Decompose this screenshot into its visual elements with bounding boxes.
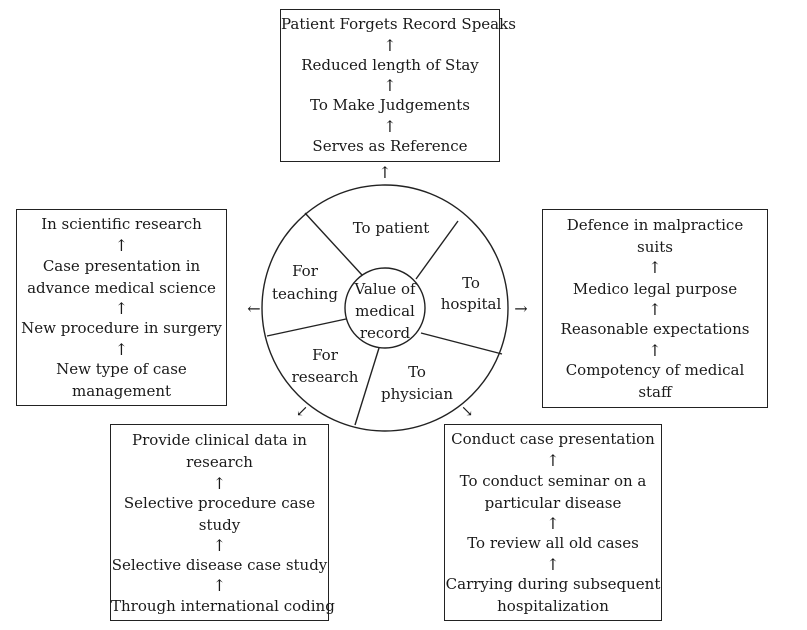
connector-down-right-arrow: ↘ [460, 402, 474, 420]
outer-circle [261, 184, 509, 432]
hospital-box: Defence in malpractice suits ↑ Medico le… [542, 209, 768, 408]
physician-item: particular disease [484, 494, 622, 512]
up-arrow-icon: ↑ [114, 236, 129, 255]
research-item: Selective disease case study [111, 556, 328, 574]
hospital-item: Reasonable expectations [560, 320, 750, 338]
up-arrow-icon: ↑ [546, 555, 560, 574]
connector-right-arrow: → [514, 299, 528, 318]
connector-left-arrow: ← [247, 299, 261, 318]
hospital-item: suits [637, 238, 673, 256]
up-arrow-icon: ↑ [212, 536, 227, 555]
up-arrow-icon: ↑ [114, 340, 129, 359]
physician-item: Carrying during subsequent [445, 575, 661, 593]
research-item: Selective procedure case [123, 494, 316, 512]
up-arrow-icon: ↑ [383, 36, 397, 55]
up-arrow-icon: ↑ [546, 451, 560, 470]
teaching-item: advance medical science [27, 279, 216, 297]
center-label: Value of [353, 280, 417, 298]
connector-down-left-arrow: ↙ [295, 402, 309, 420]
up-arrow-icon: ↑ [383, 117, 397, 136]
divider-line [266, 318, 347, 337]
physician-item: To conduct seminar on a [459, 472, 647, 490]
segment-teaching: teaching [272, 285, 338, 303]
physician-item: To review all old cases [467, 534, 639, 552]
hospital-item: staff [638, 383, 672, 401]
hospital-item: Defence in malpractice [566, 216, 744, 234]
connector-up-arrow: ↑ [378, 163, 392, 182]
hospital-item: Medico legal purpose [572, 280, 738, 298]
teaching-item: New type of case [56, 360, 187, 378]
center-label: record [360, 324, 411, 342]
center-label: medical [355, 302, 415, 320]
up-arrow-icon: ↑ [212, 576, 227, 595]
up-arrow-icon: ↑ [212, 474, 227, 493]
divider-line [420, 332, 503, 355]
up-arrow-icon: ↑ [648, 300, 662, 319]
inner-circle [344, 267, 426, 349]
segment-hospital: To [462, 274, 480, 292]
teaching-item: In scientific research [41, 215, 202, 233]
patient-item: To Make Judgements [310, 96, 470, 114]
hospital-item: Compotency of medical [565, 361, 745, 379]
research-item: Provide clinical data in [132, 431, 307, 449]
segment-physician: physician [381, 385, 453, 403]
research-item: study [198, 516, 241, 534]
divider-line [354, 347, 380, 426]
teaching-box: In scientific research ↑ Case presentati… [16, 209, 227, 406]
research-item: research [186, 453, 253, 471]
patient-box: Patient Forgets Record Speaks ↑ Reduced … [280, 9, 516, 162]
patient-item: Patient Forgets Record Speaks [281, 15, 516, 33]
patient-item: Reduced length of Stay [301, 56, 479, 74]
patient-item: Serves as Reference [312, 137, 468, 155]
physician-box: Conduct case presentation ↑ To conduct s… [444, 424, 662, 621]
segment-research: For [312, 346, 339, 364]
segment-teaching: For [292, 262, 319, 280]
teaching-item: New procedure in surgery [21, 319, 222, 337]
segment-physician: To [408, 363, 426, 381]
research-item: Through international coding [111, 597, 335, 615]
divider-line [304, 212, 363, 276]
up-arrow-icon: ↑ [383, 76, 397, 95]
segment-patient: To patient [353, 219, 430, 237]
up-arrow-icon: ↑ [648, 258, 662, 277]
physician-item: Conduct case presentation [451, 430, 655, 448]
up-arrow-icon: ↑ [114, 299, 129, 318]
divider-line [415, 220, 459, 280]
teaching-item: Case presentation in [42, 257, 201, 275]
up-arrow-icon: ↑ [546, 514, 560, 533]
segment-hospital: hospital [441, 295, 502, 313]
physician-item: hospitalization [497, 597, 609, 615]
research-box: Provide clinical data in research ↑ Sele… [110, 424, 335, 621]
segment-research: research [292, 368, 359, 386]
teaching-item: management [71, 382, 172, 400]
up-arrow-icon: ↑ [648, 341, 662, 360]
